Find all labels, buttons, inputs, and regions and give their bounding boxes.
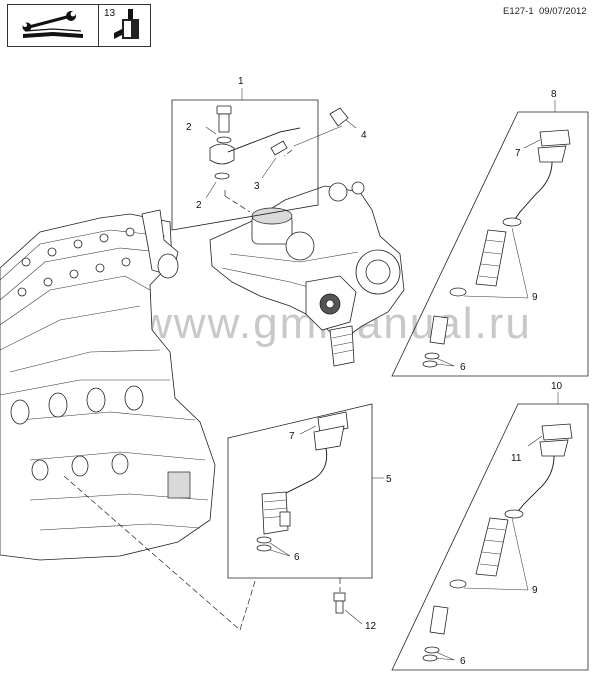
callout-1: 1 [238, 76, 244, 87]
callout-9b: 9 [532, 585, 538, 596]
lubricant-bottle-icon [114, 9, 139, 39]
callout-7a: 7 [515, 148, 521, 159]
callout-7b: 7 [289, 431, 295, 442]
callout-6c: 6 [460, 656, 466, 667]
group-10-frame [391, 392, 589, 671]
wrench-book-icon [22, 11, 83, 38]
diagram-date: 09/07/2012 [539, 6, 587, 17]
callout-5: 5 [386, 474, 392, 485]
callout-11: 11 [511, 453, 522, 464]
badge-number: 13 [104, 8, 116, 19]
group-1-frame [171, 88, 349, 231]
callout-9a: 9 [532, 292, 538, 303]
group-5-frame [227, 403, 373, 614]
callout-6a: 6 [294, 552, 300, 563]
turbocharger [209, 181, 405, 367]
callout-10: 10 [551, 381, 563, 392]
callout-12: 12 [365, 621, 377, 632]
callout-8: 8 [551, 89, 557, 100]
callout-2a: 2 [186, 122, 192, 133]
engine-block [0, 209, 216, 561]
group-8-frame [391, 100, 589, 377]
header-badge: 13 [7, 4, 151, 47]
callout-6b: 6 [460, 362, 466, 373]
callout-3: 3 [254, 181, 260, 192]
callout-2b: 2 [196, 200, 202, 211]
diagram-code: E127-1 [503, 6, 534, 17]
badge-divider [98, 5, 99, 46]
callout-4: 4 [361, 130, 367, 141]
